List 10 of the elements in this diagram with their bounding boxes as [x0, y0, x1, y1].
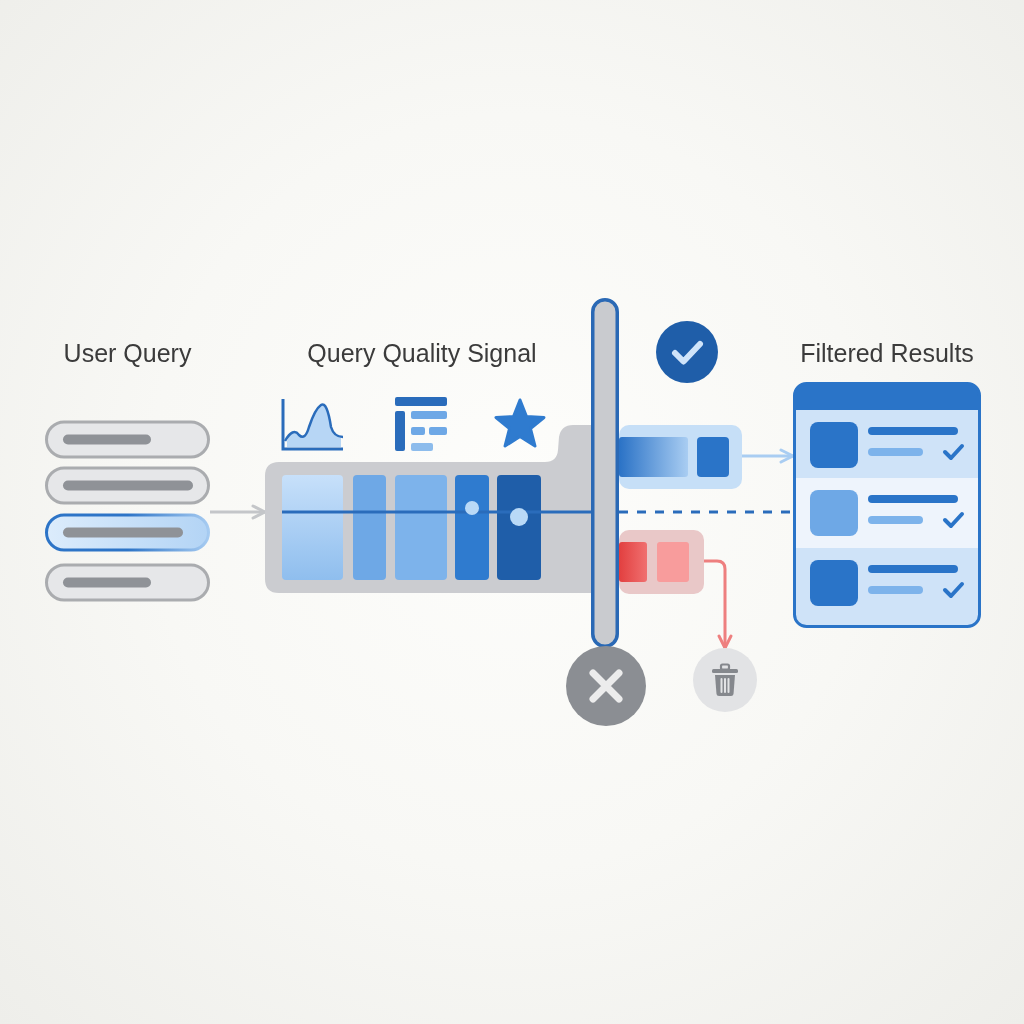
dashed-line	[619, 510, 793, 514]
arrow	[210, 504, 267, 520]
section-heading: Query Quality Signal	[307, 338, 537, 368]
passed-bar	[619, 425, 742, 489]
threshold-bar	[591, 298, 619, 648]
rejected-bar	[619, 530, 704, 594]
arrow	[742, 448, 795, 464]
section-heading: Filtered Results	[800, 338, 974, 368]
trash-icon	[693, 648, 757, 712]
section-heading: User Query	[63, 338, 192, 368]
